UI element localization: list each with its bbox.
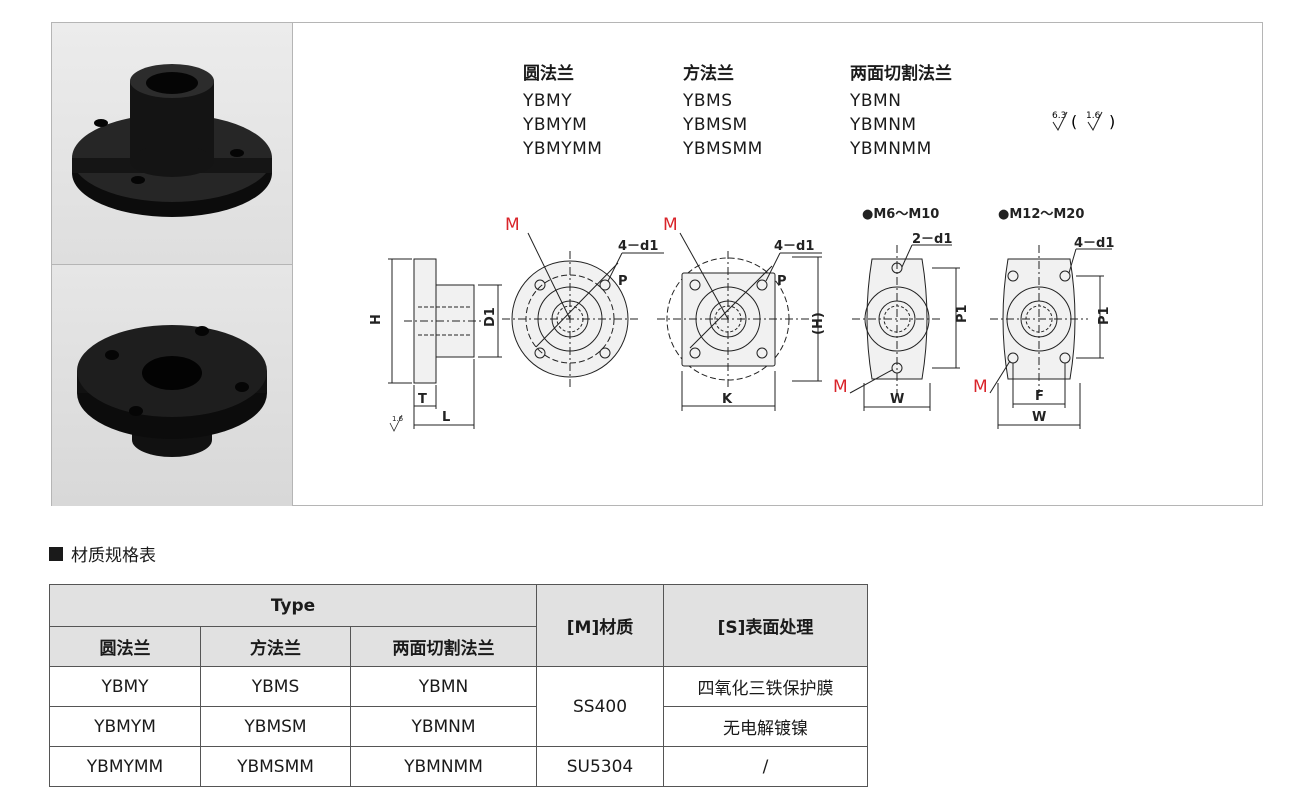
label-4d1-round: 4－d1 (618, 239, 658, 254)
label-p-square: P (777, 274, 787, 289)
product-photo-top (52, 23, 293, 265)
table-cell: YBMNMM (350, 746, 537, 787)
product-panel: 圆法兰 YBMY YBMYM YBMYMM 方法兰 YBMS YBMSM YBM… (51, 22, 1263, 506)
t-roughness-value: 1.6 (392, 415, 404, 423)
table-cell: YBMSM (200, 706, 351, 747)
surface-cell: / (663, 746, 868, 787)
label-4d1-square: 4－d1 (774, 239, 814, 254)
series-cut-title: 两面切割法兰 (850, 64, 952, 84)
series-code: YBMN (850, 91, 902, 111)
label-m-round: M (505, 215, 520, 235)
surface-header: [S]表面处理 (663, 584, 868, 667)
series-code: YBMSMM (683, 139, 763, 159)
section-title-text: 材质规格表 (71, 546, 156, 566)
side-view-drawing (388, 258, 502, 432)
table-cell: YBMNM (350, 706, 537, 747)
cut-flange-small-drawing (849, 244, 960, 411)
cut-flange-large-drawing (989, 245, 1112, 429)
dim-t: T (418, 392, 427, 407)
series-code: YBMYMM (523, 139, 603, 159)
technical-drawings: 6.3 ( 1.6 ) H (369, 111, 1115, 432)
dim-d1: D1 (483, 307, 498, 327)
series-round-title: 圆法兰 (523, 64, 574, 84)
svg-text:): ) (1109, 112, 1115, 131)
surface-cell: 无电解镀镍 (663, 706, 868, 747)
round-flange-drawing (502, 232, 664, 387)
range-small-label: ●M6～M10 (862, 207, 939, 222)
dim-w-large: W (1032, 410, 1046, 425)
product-photo-bottom (52, 265, 293, 506)
material-spec-table: Type [M]材质 [S]表面处理 圆法兰 方法兰 两面切割法兰 YBMY Y… (49, 584, 868, 787)
label-p-round: P (618, 274, 628, 289)
dim-k: K (722, 392, 733, 407)
table-cell: YBMY (49, 666, 201, 707)
label-m-square: M (663, 215, 678, 235)
label-2d1: 2－d1 (912, 232, 952, 247)
roughness-symbol: 6.3 ( 1.6 ) (1052, 111, 1115, 132)
subheader-round: 圆法兰 (49, 626, 201, 667)
series-square-title: 方法兰 (683, 64, 734, 84)
surface-cell: 四氧化三铁保护膜 (663, 666, 868, 707)
range-large-label: ●M12～M20 (998, 207, 1084, 222)
dim-h-paren: (H) (811, 312, 826, 335)
table-cell: YBMN (350, 666, 537, 707)
square-bullet-icon (49, 546, 63, 561)
series-code: YBMYM (523, 115, 588, 135)
series-cut: 两面切割法兰 YBMN YBMNM YBMNMM (850, 59, 952, 161)
material-cell: SS400 (536, 666, 664, 747)
series-code: YBMSM (683, 115, 748, 135)
label-m-cut-large: M (973, 377, 988, 397)
svg-text:(: ( (1071, 112, 1077, 131)
dim-f: F (1035, 389, 1044, 404)
type-header: Type (49, 584, 537, 627)
section-title: 材质规格表 (49, 541, 156, 566)
label-m-cut-small: M (833, 377, 848, 397)
table-cell: YBMYM (49, 706, 201, 747)
flange-nut-image-bottom (77, 325, 267, 457)
material-cell: SU5304 (536, 746, 664, 787)
roughness-other-value: 1.6 (1086, 111, 1101, 121)
dim-l: L (442, 410, 450, 425)
dim-p1-small: P1 (955, 304, 970, 323)
dim-w-small: W (890, 392, 904, 407)
subheader-cut: 两面切割法兰 (350, 626, 537, 667)
series-code: YBMY (523, 91, 573, 111)
flange-nut-image-top (72, 64, 272, 217)
series-code: YBMNM (850, 115, 917, 135)
label-4d1-cut-large: 4－d1 (1074, 236, 1114, 251)
dim-p1-large: P1 (1097, 306, 1112, 325)
table-row: YBMY YBMS YBMN SS400 四氧化三铁保护膜 (49, 666, 868, 747)
subheader-square: 方法兰 (200, 626, 351, 667)
table-cell: YBMS (200, 666, 351, 707)
table-row: YBMYMM YBMSMM YBMNMM SU5304 / (49, 746, 868, 787)
table-cell: YBMYMM (49, 746, 201, 787)
square-flange-drawing (657, 232, 822, 411)
roughness-main-value: 6.3 (1052, 111, 1066, 121)
series-round: 圆法兰 YBMY YBMYM YBMYMM (523, 59, 602, 161)
series-code: YBMNMM (850, 139, 932, 159)
dim-h: H (369, 314, 384, 325)
table-row: YBMYM YBMSM YBMNM 无电解镀镍 (49, 706, 868, 747)
table-cell: YBMSMM (200, 746, 351, 787)
material-header: [M]材质 (536, 584, 664, 667)
series-square: 方法兰 YBMS YBMSM YBMSMM (683, 59, 763, 161)
series-code: YBMS (683, 91, 733, 111)
